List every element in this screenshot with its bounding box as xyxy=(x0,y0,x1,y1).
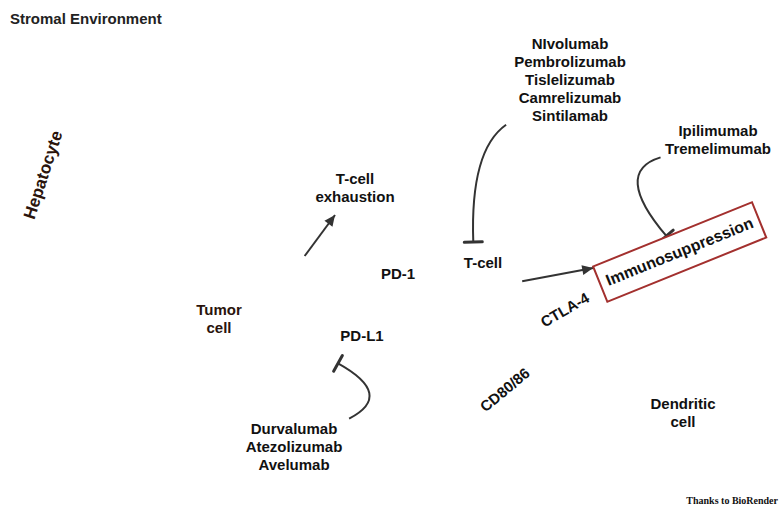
drug-circle: DurvalumabAtezolizumabAvelumab xyxy=(232,385,356,509)
drug-name: Atezolizumab xyxy=(246,438,343,456)
label-anchor: CD80/86 xyxy=(477,364,534,416)
arrow-connector xyxy=(522,265,593,281)
drug-name: Tislelizumab xyxy=(525,71,615,89)
cell-name: T-cell xyxy=(464,254,502,272)
dendritic-cell: Dendritic cell xyxy=(578,328,748,478)
tumor-cell-outline xyxy=(178,256,338,382)
cell-name: Tumor cell xyxy=(188,301,250,337)
cell-name: Dendritic cell xyxy=(643,395,723,431)
drug-name: Ipilimumab xyxy=(678,122,757,140)
inhibition-connector xyxy=(334,356,370,419)
receptor-name: PD-L1 xyxy=(340,327,383,344)
inhibition-connector xyxy=(638,157,674,241)
t-cell: T-cell xyxy=(427,242,523,338)
credit-note: Thanks to BioRender xyxy=(686,495,778,506)
inhibition-connector xyxy=(464,125,506,243)
drug-name: Durvalumab xyxy=(251,420,338,438)
receptor-name: CD80/86 xyxy=(477,364,533,415)
label-anchor: CTLA-4 xyxy=(537,289,592,331)
label-anchor: PD-L1 xyxy=(340,327,383,345)
drug-name: Camrelizumab xyxy=(519,89,622,107)
hepatocyte-cell: HepatocyteTumor cell xyxy=(5,40,340,390)
label-anchor: Thanks to BioRender xyxy=(686,490,778,508)
cell-name: Hepatocyte xyxy=(20,128,68,221)
drug-name: NIvolumab xyxy=(532,35,609,53)
drug-name: Pembrolizumab xyxy=(514,53,626,71)
drug-name: Avelumab xyxy=(258,456,329,474)
receptor-name: PD-1 xyxy=(381,265,415,282)
drug-name: Sintilamab xyxy=(532,107,608,125)
drug-circle: IpilimumabTremelimumab xyxy=(658,80,778,200)
drug-name: Tremelimumab xyxy=(665,140,771,158)
effect-text: T-cell exhaustion xyxy=(307,170,403,206)
receptor-name: CTLA-4 xyxy=(537,289,592,330)
tumor-cell: Tumor cell xyxy=(178,256,338,382)
drug-circle: NIvolumabPembrolizumabTislelizumabCamrel… xyxy=(492,2,648,158)
label-anchor: Stromal Environment xyxy=(10,10,162,28)
label-anchor: PD-1 xyxy=(381,265,415,283)
effect-box: T-cell exhaustion xyxy=(299,161,411,215)
arrow-connector xyxy=(305,215,335,256)
effect-box: Immunosuppression xyxy=(592,201,768,303)
panel-title: Stromal Environment xyxy=(10,10,162,27)
hepatocyte-cell-outline xyxy=(5,40,340,390)
